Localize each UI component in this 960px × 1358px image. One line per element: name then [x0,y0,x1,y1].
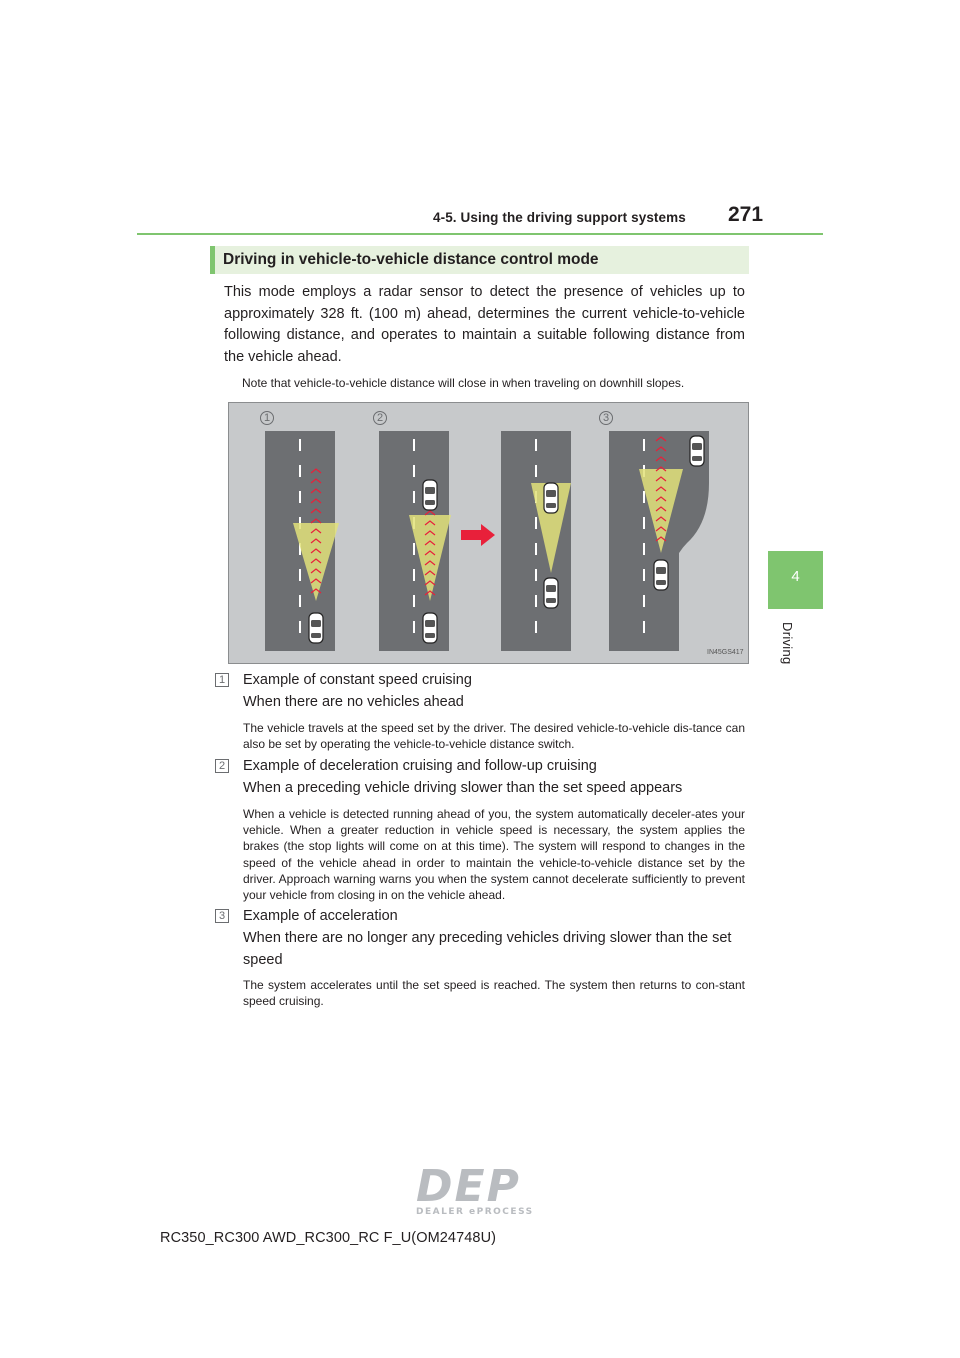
road-scene-2 [379,431,451,651]
figure-label-1: 1 [260,411,274,425]
transition-arrow [461,524,495,546]
item-3-subtitle: When there are no longer any preceding v… [243,930,732,968]
item-3-title: Example of acceleration [243,908,398,924]
item-number-2: 2 [215,759,229,773]
chapter-tab-label: Driving [780,622,795,665]
item-3-description: The system accelerates until the set spe… [243,978,745,1009]
section-title: Driving in vehicle-to-vehicle distance c… [223,251,599,268]
dealer-eprocess-logo: DEP DEALER ePROCESS [416,1161,534,1218]
item-2-description: When a vehicle is detected running ahead… [243,807,745,903]
item-2-title: Example of deceleration cruising and fol… [243,758,597,774]
figure-label-2: 2 [373,411,387,425]
note-text: Note that vehicle-to-vehicle distance wi… [242,376,685,390]
figure-image-code: IN45GS417 [707,649,744,656]
chapter-tab-number: 4 [791,568,800,585]
illustration-panel: 1 2 3 IN45GS417 [228,402,749,664]
item-number-3: 3 [215,909,229,923]
section-heading-bar [210,246,215,274]
header-rule [137,233,823,235]
road-scene-3 [609,431,709,651]
logo-sub-text: DEALER ePROCESS [416,1207,534,1217]
road-scene-2b [501,431,571,651]
logo-main-text: DEP [416,1161,521,1212]
page-number: 271 [728,203,764,226]
road-scene-1 [265,431,339,651]
item-number-1: 1 [215,673,229,687]
cruise-control-illustration [265,431,709,651]
footer-model-code: RC350_RC300 AWD_RC300_RC F_U(OM24748U) [160,1230,497,1246]
item-1-subtitle: When there are no vehicles ahead [243,694,464,710]
item-1-description: The vehicle travels at the speed set by … [243,721,745,752]
item-1-title: Example of constant speed cruising [243,672,472,688]
section-heading-box [210,246,749,274]
chapter-tab [768,551,823,609]
header-section-title: 4-5. Using the driving support systems [433,210,686,225]
intro-paragraph: This mode employs a radar sensor to dete… [224,284,745,366]
figure-label-3: 3 [599,411,613,425]
item-2-subtitle: When a preceding vehicle driving slower … [243,780,683,796]
